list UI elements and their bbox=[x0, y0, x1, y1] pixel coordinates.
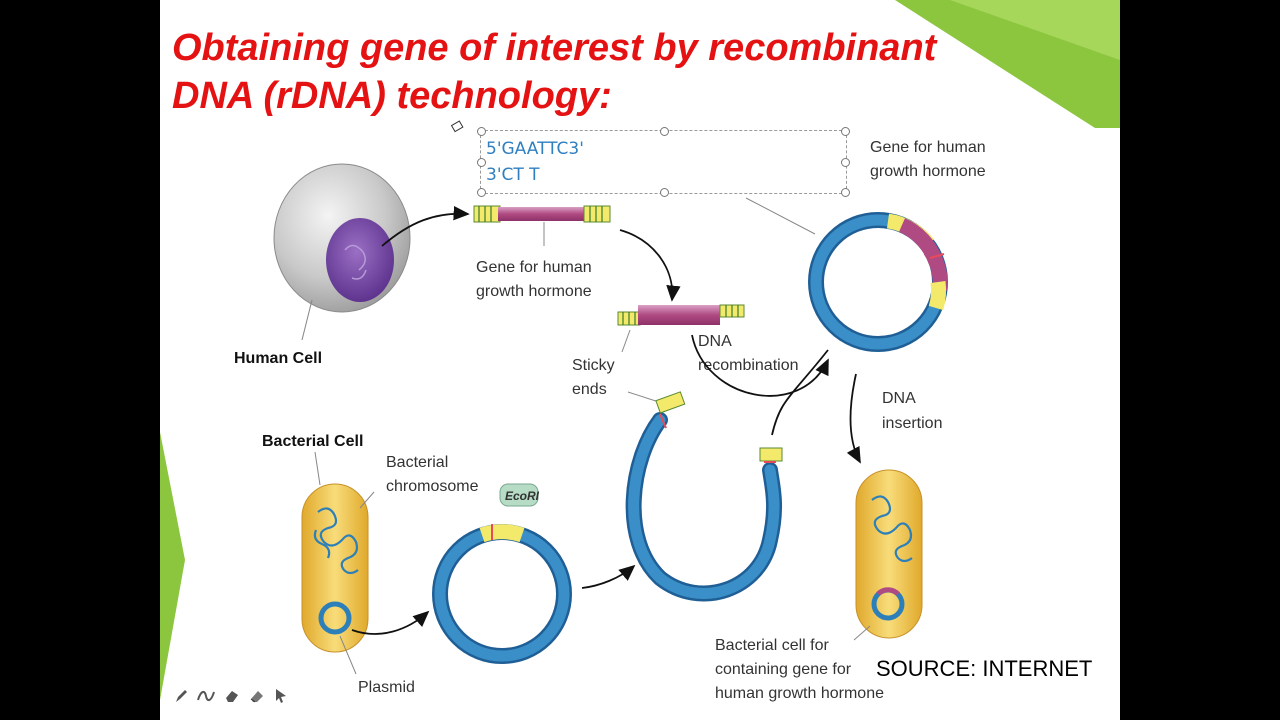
dna-recombination-label-1: DNA bbox=[698, 333, 732, 350]
gene-label2-line-2: growth hormone bbox=[870, 163, 986, 180]
curve-icon[interactable] bbox=[197, 688, 215, 704]
bacterial-chromosome bbox=[317, 507, 359, 575]
sticky-ends-segment bbox=[617, 304, 745, 326]
isolate-plasmid-arrow bbox=[351, 610, 430, 635]
slide-title: Obtaining gene of interest by recombinan… bbox=[172, 24, 936, 120]
ecori-label: EcoRI bbox=[505, 489, 540, 503]
gene-segment bbox=[473, 205, 611, 246]
cut-arrow bbox=[619, 229, 681, 302]
pen-icon[interactable] bbox=[174, 688, 188, 704]
result-label-line-1: Bacterial cell for bbox=[715, 637, 829, 654]
recombinant-bacterial-cell bbox=[855, 469, 923, 639]
resize-handle-br[interactable] bbox=[841, 188, 850, 197]
extract-arrow bbox=[381, 205, 470, 247]
sequence-line-2[interactable]: 3'CT T bbox=[486, 165, 540, 185]
resize-handle-ml[interactable] bbox=[477, 158, 486, 167]
bacterial-cell-label: Bacterial Cell bbox=[262, 433, 363, 450]
ecori-badge: EcoRI bbox=[499, 483, 540, 507]
resize-handle-mr[interactable] bbox=[841, 158, 850, 167]
eraser-icon[interactable] bbox=[249, 688, 265, 704]
plasmid-ring bbox=[432, 524, 572, 664]
slide-decoration bbox=[160, 0, 1120, 700]
result-label-line-2: containing gene for bbox=[715, 661, 852, 678]
gene-label-line-2: growth hormone bbox=[476, 283, 592, 300]
source-caption: SOURCE: INTERNET bbox=[876, 656, 1093, 681]
resize-handle-tl[interactable] bbox=[477, 127, 486, 136]
resize-handle-tr[interactable] bbox=[841, 127, 850, 136]
resize-handle-bl[interactable] bbox=[477, 188, 486, 197]
slide: Obtaining gene of interest by recombinan… bbox=[160, 0, 1120, 720]
bacterial-label: Bacterial bbox=[386, 454, 448, 471]
bacterial-cell bbox=[301, 483, 369, 653]
dna-recombination-label-2: recombination bbox=[698, 357, 799, 374]
dna-insertion-label-2: insertion bbox=[882, 415, 942, 432]
gene-label-line-1: Gene for human bbox=[476, 259, 592, 276]
human-cell-label: Human Cell bbox=[234, 350, 322, 367]
recombinant-plasmid bbox=[808, 212, 948, 352]
result-label-line-3: human growth hormone bbox=[715, 685, 884, 702]
plasmid-label: Plasmid bbox=[358, 679, 415, 696]
resize-handle-tc[interactable] bbox=[660, 127, 669, 136]
gene-label2-line-1: Gene for human bbox=[870, 139, 986, 156]
bacterial-plasmid bbox=[318, 601, 352, 635]
pointer-icon[interactable] bbox=[274, 688, 288, 704]
annotation-toolbar bbox=[174, 688, 288, 704]
insertion-arrow bbox=[846, 373, 861, 464]
open-plasmid bbox=[625, 391, 783, 602]
selected-text-box[interactable]: 5'GAATTC3' 3'CT T bbox=[477, 127, 850, 197]
gene-pointer-2 bbox=[745, 197, 816, 235]
human-cell-pointer bbox=[301, 299, 313, 341]
rdna-diagram: Human Cell Gene for human growth hormone bbox=[234, 120, 986, 702]
recombination-arrow bbox=[691, 334, 829, 397]
highlighter-icon[interactable] bbox=[224, 688, 240, 704]
dna-insertion-label-1: DNA bbox=[882, 390, 916, 407]
green-accent-left bbox=[160, 432, 185, 700]
sticky-pointer bbox=[621, 329, 631, 353]
green-accent-top-right-light bbox=[950, 0, 1120, 60]
nucleus bbox=[326, 218, 394, 302]
title-line-2: DNA (rDNA) technology: bbox=[172, 75, 612, 117]
title-line-1: Obtaining gene of interest by recombinan… bbox=[172, 27, 937, 69]
sticky-label: Sticky bbox=[572, 357, 615, 374]
resize-handle-bc[interactable] bbox=[660, 188, 669, 197]
human-cell bbox=[273, 163, 411, 313]
chromosome-label: chromosome bbox=[386, 478, 479, 495]
draw-cursor-icon bbox=[450, 120, 464, 133]
recombination-arrow-tail bbox=[771, 349, 829, 436]
ends-label: ends bbox=[572, 381, 607, 398]
cut-plasmid-arrow bbox=[581, 564, 636, 589]
sequence-line-1[interactable]: 5'GAATTC3' bbox=[486, 139, 584, 159]
